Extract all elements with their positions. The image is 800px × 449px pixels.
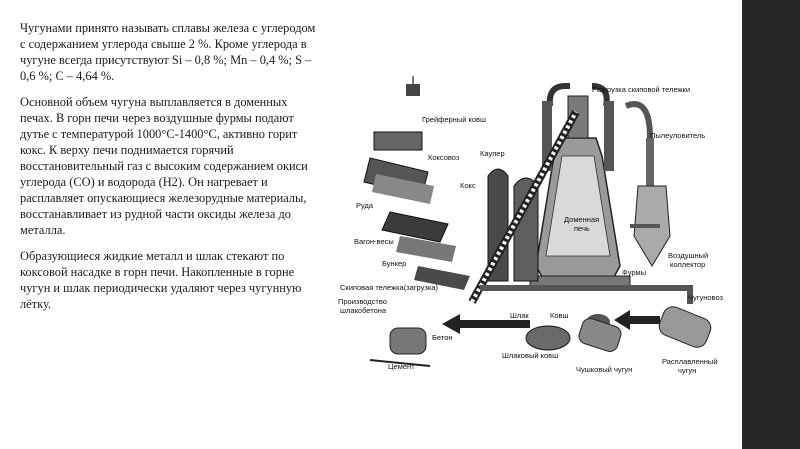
- paragraph-2: Основной объем чугуна выплавляется в дом…: [20, 95, 308, 237]
- label-iron-car: Чугуновоз: [688, 293, 724, 302]
- label-slag-concrete-2: шлакобетона: [340, 306, 387, 315]
- label-molten-iron-2: чугун: [678, 366, 696, 375]
- label-wagon-scales: Вагон-весы: [354, 237, 394, 246]
- label-blast-furnace-2: печь: [574, 224, 590, 233]
- label-coke-car: Коксовоз: [428, 153, 460, 162]
- raw-material-equipment: [363, 76, 470, 290]
- label-grab-bucket: Грейферный ковш: [422, 115, 486, 124]
- label-cement: Цемент: [388, 362, 415, 371]
- label-tuyeres: Фурмы: [622, 268, 646, 277]
- skip-bridge: [468, 110, 580, 304]
- label-dust-catcher: Пылеуловитель: [650, 131, 705, 140]
- label-molten-iron-1: Расплавленный: [662, 357, 718, 366]
- blast-furnace-diagram: Разгрузка скиповой тележки Грейферный ко…: [338, 76, 724, 375]
- label-pig-iron: Чушковый чугун: [576, 365, 632, 374]
- label-cowper: Каупер: [480, 149, 505, 158]
- label-air-collector-2: коллектор: [670, 260, 705, 269]
- paragraph-1: Чугунами принято называть сплавы железа …: [20, 21, 316, 83]
- label-coke: Кокс: [460, 181, 476, 190]
- label-blast-furnace-1: Доменная: [564, 215, 599, 224]
- label-slag-ladle: Шлаковый ковш: [502, 351, 558, 360]
- label-slag: Шлак: [510, 311, 529, 320]
- label-concrete: Бетон: [432, 333, 453, 342]
- label-ladle: Ковш: [550, 311, 569, 320]
- text-column: Чугунами принято называть сплавы железа …: [20, 20, 320, 322]
- label-bunker: Бункер: [382, 259, 406, 268]
- dust-catcher-illustration: [624, 101, 671, 267]
- label-ore: Руда: [356, 201, 374, 210]
- label-slag-concrete-1: Производство: [338, 297, 387, 306]
- label-skip-unload: Разгрузка скиповой тележки: [592, 85, 690, 94]
- label-air-collector-1: Воздушный: [668, 251, 708, 260]
- pipes: [480, 224, 693, 304]
- product-handling: [369, 306, 712, 367]
- paragraph-3: Образующиеся жидкие металл и шлак стекаю…: [20, 249, 302, 311]
- label-skip-car: Скиповая тележка(загрузка): [340, 283, 438, 292]
- blast-furnace-illustration: [529, 83, 631, 291]
- right-dark-band: [742, 0, 800, 449]
- slide: Чугунами принято называть сплавы железа …: [20, 20, 724, 375]
